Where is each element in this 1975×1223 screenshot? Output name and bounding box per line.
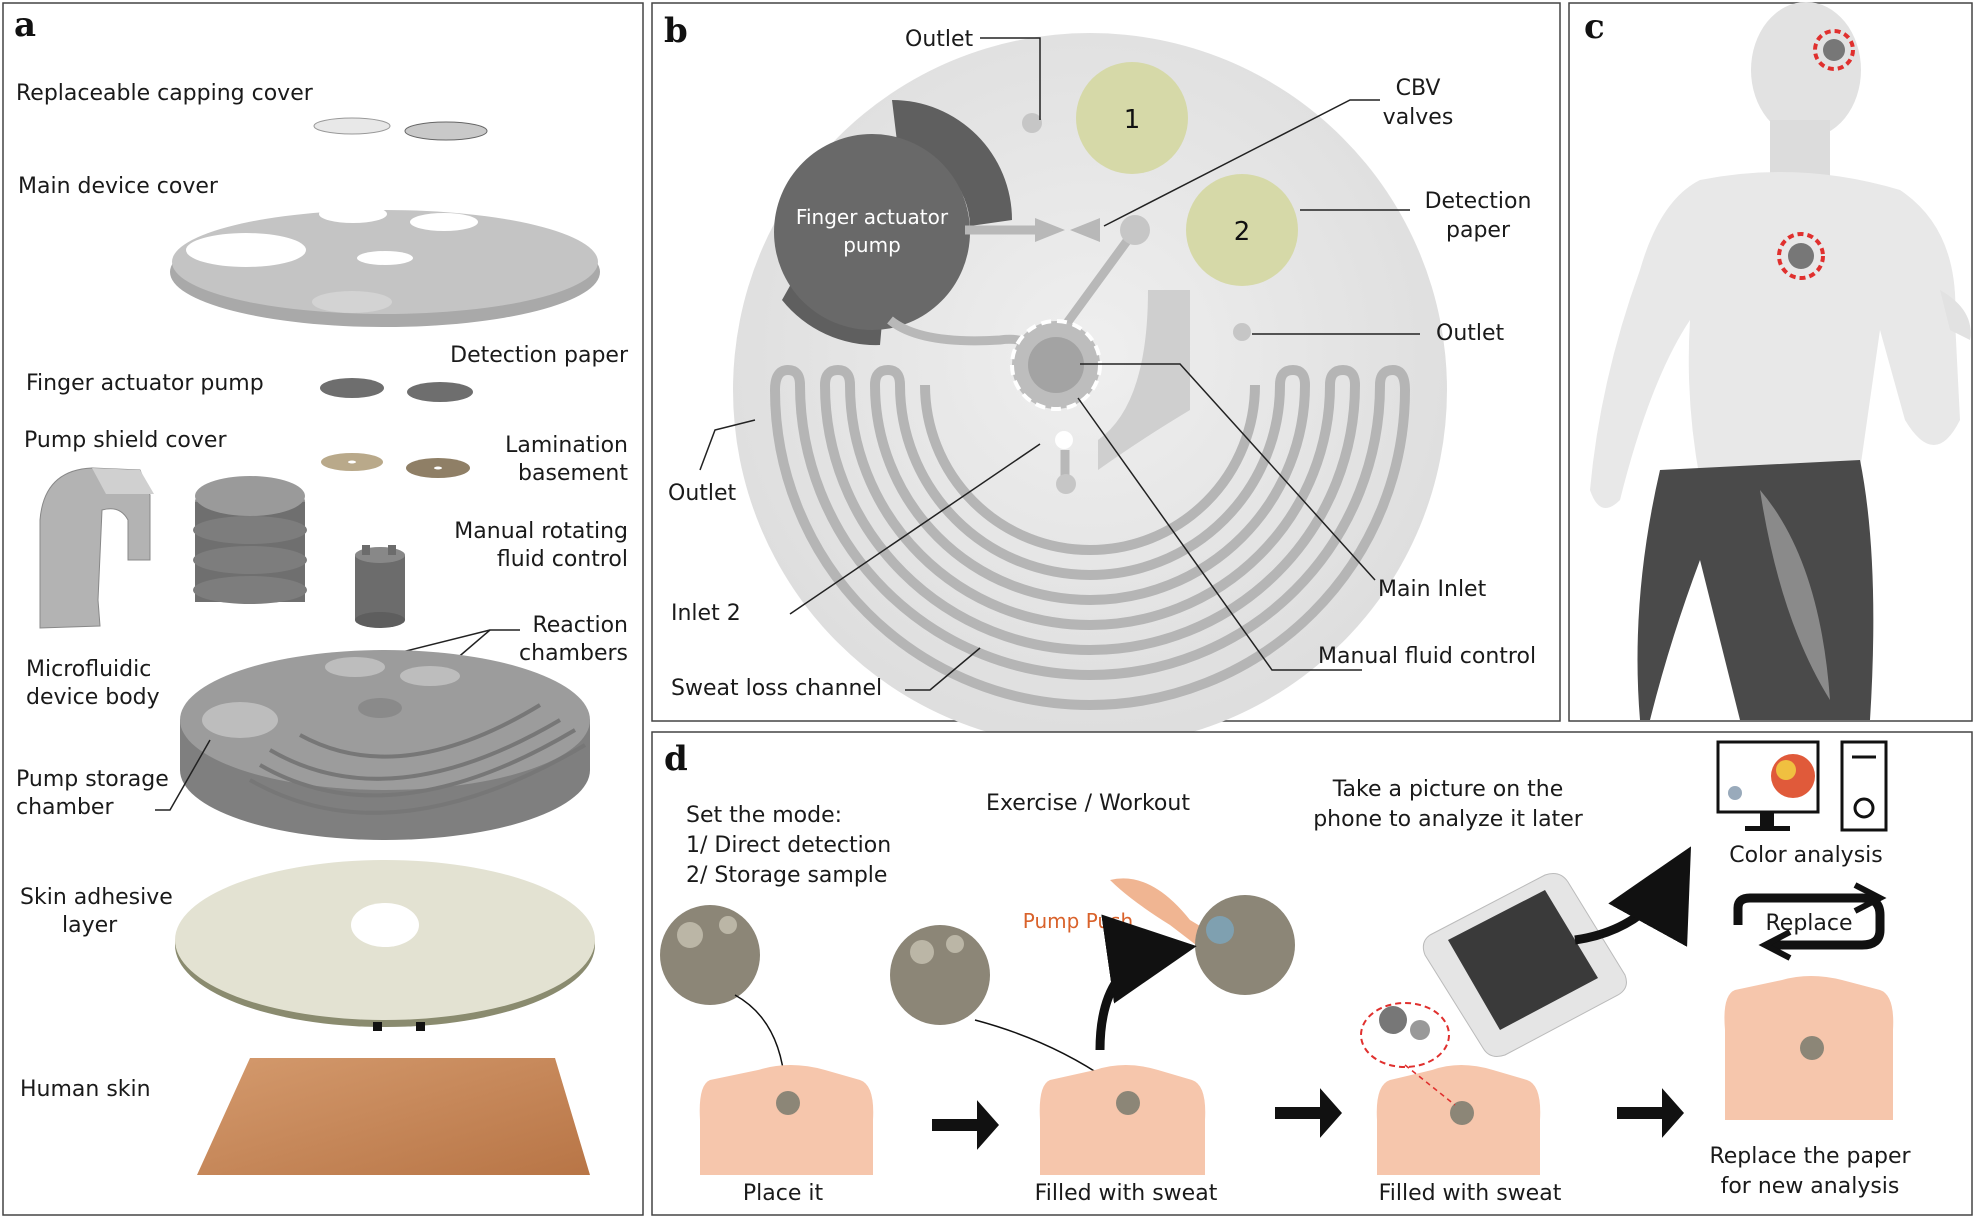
label-replace: Replace xyxy=(1765,911,1852,936)
label-outlet-top: Outlet xyxy=(905,27,974,52)
label-inlet2: Inlet 2 xyxy=(671,601,741,626)
label-set-mode-2: 1/ Direct detection xyxy=(686,833,891,858)
panel-a-letter: a xyxy=(14,5,36,45)
panel-c: c xyxy=(1568,2,1973,722)
label-skin-adhesive-2: layer xyxy=(62,913,118,938)
label-color-analysis: Color analysis xyxy=(1729,843,1883,868)
label-detection-1: Detection xyxy=(1425,189,1532,214)
sensor-marker-chest xyxy=(1777,232,1825,280)
label-cbv-1: CBV xyxy=(1396,76,1441,101)
torso-2 xyxy=(1039,1065,1206,1175)
label-outlet-left: Outlet xyxy=(668,481,737,506)
label-cbv-2: valves xyxy=(1383,105,1454,130)
panel-d: d Set the mode: 1/ Direct detection 2/ S… xyxy=(651,731,1973,1216)
runner-figure xyxy=(1590,2,1971,720)
computer-icon xyxy=(1716,740,1888,832)
sweat-loss-channels xyxy=(770,364,1410,710)
label-pump-2: pump xyxy=(843,233,901,257)
label-lamination-1: Lamination xyxy=(505,433,628,458)
label-exercise: Exercise / Workout xyxy=(986,791,1190,816)
label-replace-paper-2: for new analysis xyxy=(1721,1174,1900,1199)
label-filled-2: Filled with sweat xyxy=(1379,1181,1562,1206)
replace-loop-icon xyxy=(1733,882,1887,961)
label-human-skin: Human skin xyxy=(20,1077,151,1102)
label-take-pic-2: phone to analyze it later xyxy=(1313,807,1584,832)
device-photo-2 xyxy=(890,925,990,1025)
label-filled-1: Filled with sweat xyxy=(1035,1181,1218,1206)
label-chamber-2: 2 xyxy=(1234,217,1251,247)
label-reaction-1: Reaction xyxy=(532,613,628,638)
finger-pump-circle xyxy=(774,134,970,330)
panel-b-letter: b xyxy=(664,11,688,51)
label-chamber-1: 1 xyxy=(1124,105,1141,135)
pump-discs xyxy=(320,378,473,402)
label-main-cover: Main device cover xyxy=(18,174,219,199)
label-detection-paper-a: Detection paper xyxy=(450,343,629,368)
label-replace-paper-1: Replace the paper xyxy=(1709,1144,1911,1169)
label-place-it: Place it xyxy=(743,1181,824,1206)
bellows-illustration xyxy=(193,476,307,604)
label-manual-rot-2: fluid control xyxy=(497,547,628,572)
label-detection-2: paper xyxy=(1446,218,1511,243)
device-body-illustration xyxy=(180,650,590,840)
panel-a: a Replaceable capping cover Main device … xyxy=(2,2,644,1216)
label-main-inlet: Main Inlet xyxy=(1378,577,1487,602)
label-finger-pump-a: Finger actuator pump xyxy=(26,371,264,396)
label-pump-storage-1: Pump storage xyxy=(16,767,169,792)
adhesive-layer-illustration xyxy=(175,860,595,1031)
label-pump-1: Finger actuator xyxy=(796,205,949,229)
label-micro-body-2: device body xyxy=(26,685,160,710)
label-sweat-loss: Sweat loss channel xyxy=(671,676,882,701)
reaction-chamber-1 xyxy=(1076,62,1188,174)
label-take-pic-1: Take a picture on the xyxy=(1332,777,1564,802)
rotating-control-illustration xyxy=(355,545,405,628)
label-micro-body-1: Microfluidic xyxy=(26,657,151,682)
label-manual-rot-1: Manual rotating xyxy=(454,519,628,544)
torso-1 xyxy=(699,1065,874,1175)
lamination-discs xyxy=(321,453,470,478)
pump-shield-illustration xyxy=(39,467,154,629)
label-reaction-2: chambers xyxy=(519,641,628,666)
panel-c-letter: c xyxy=(1584,7,1605,47)
label-set-mode-1: Set the mode: xyxy=(686,803,842,828)
label-pump-storage-2: chamber xyxy=(16,795,114,820)
reaction-chamber-2 xyxy=(1186,174,1298,286)
main-cover-illustration xyxy=(170,205,600,327)
label-manual-fluid: Manual fluid control xyxy=(1318,644,1536,669)
label-capping-cover: Replaceable capping cover xyxy=(16,81,314,106)
capping-cover-illustration xyxy=(313,117,488,141)
device-photo-1 xyxy=(660,905,760,1005)
label-skin-adhesive-1: Skin adhesive xyxy=(20,885,173,910)
label-pump-shield: Pump shield cover xyxy=(24,428,227,453)
label-pump-push: Pump Push xyxy=(1023,909,1133,933)
label-lamination-2: basement xyxy=(518,461,628,486)
label-outlet-right: Outlet xyxy=(1436,321,1505,346)
panel-d-letter: d xyxy=(664,739,688,779)
human-skin-illustration xyxy=(197,1058,590,1175)
sensor-marker-forehead xyxy=(1813,29,1855,71)
device-photo-3 xyxy=(1195,895,1295,995)
phone-illustration xyxy=(1422,873,1627,1057)
label-set-mode-3: 2/ Storage sample xyxy=(686,863,887,888)
panel-b: b Finger actuator pump xyxy=(651,2,1561,747)
